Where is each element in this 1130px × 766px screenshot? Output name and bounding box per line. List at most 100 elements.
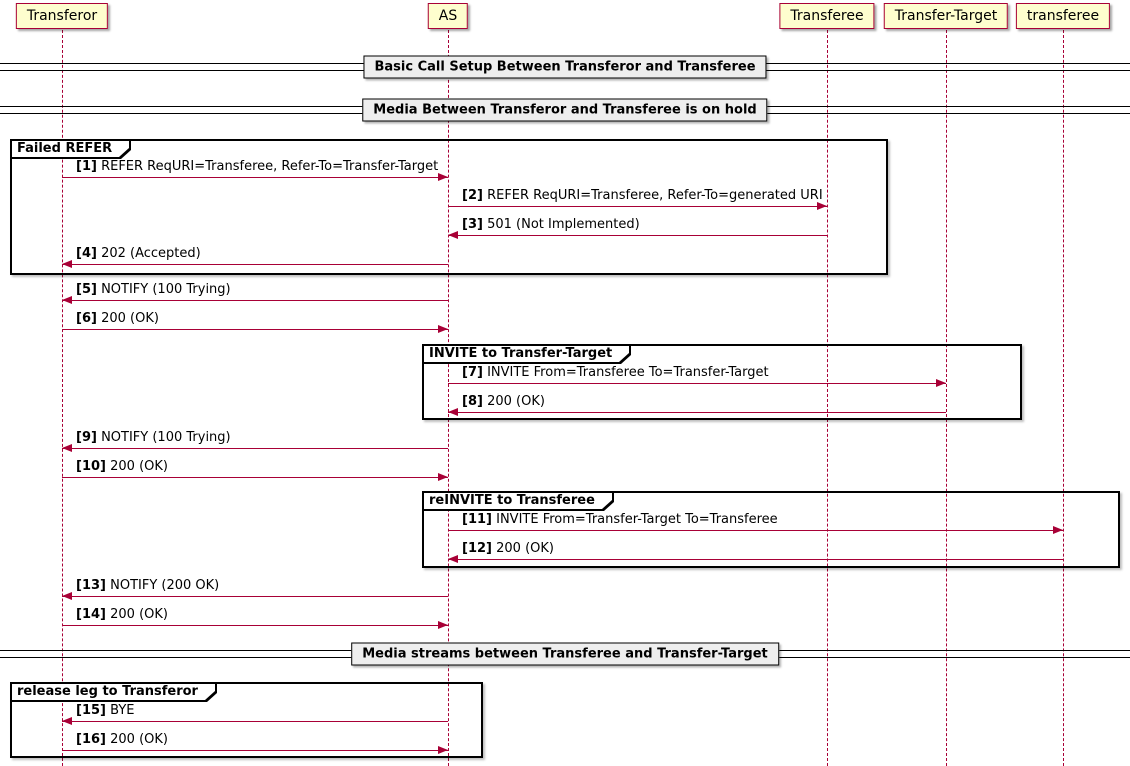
message-arrowhead xyxy=(438,621,448,629)
message-arrowhead xyxy=(448,555,458,563)
message-label: [14] 200 (OK) xyxy=(76,607,168,622)
message-label: [10] 200 (OK) xyxy=(76,459,168,474)
participant-box-transferor: Transferor xyxy=(15,3,109,29)
message-label: [15] BYE xyxy=(76,703,135,718)
message-arrowhead xyxy=(438,473,448,481)
frame-label-tab: Failed REFER xyxy=(12,141,129,157)
message-seq: [15] xyxy=(76,703,106,718)
lifeline-transferee xyxy=(827,30,828,766)
participant-box-transfer-target: Transfer-Target xyxy=(883,3,1009,29)
frame-reinvite-to-transferee xyxy=(422,491,1120,568)
message-label: [16] 200 (OK) xyxy=(76,732,168,747)
message-arrowhead xyxy=(936,379,946,387)
message-label: [1] REFER ReqURI=Transferee, Refer-To=Tr… xyxy=(76,159,438,174)
message-seq: [10] xyxy=(76,459,106,474)
frame-invite-to-transfer-target xyxy=(422,344,1022,420)
participant-box-transferee: Transferee xyxy=(779,3,875,29)
message-text: REFER ReqURI=Transferee, Refer-To=genera… xyxy=(487,188,823,203)
lifeline-transferor xyxy=(62,30,63,766)
message-line xyxy=(62,300,448,301)
message-label: [8] 200 (OK) xyxy=(462,394,545,409)
message-seq: [4] xyxy=(76,246,97,261)
message-text: INVITE From=Transferee To=Transfer-Targe… xyxy=(487,365,769,380)
message-text: BYE xyxy=(110,703,135,718)
lifeline-transferee xyxy=(1063,30,1064,766)
participant-box-as: AS xyxy=(427,3,469,29)
divider-label: Media Between Transferor and Transferee … xyxy=(362,98,768,122)
message-text: 200 (OK) xyxy=(101,311,159,326)
message-seq: [11] xyxy=(462,512,492,527)
message-seq: [2] xyxy=(462,188,483,203)
frame-label-tab: release leg to Transferor xyxy=(12,684,215,700)
message-label: [12] 200 (OK) xyxy=(462,541,554,556)
message-text: 501 (Not Implemented) xyxy=(487,217,640,232)
message-arrowhead xyxy=(62,296,72,304)
message-text: 200 (OK) xyxy=(487,394,545,409)
message-seq: [3] xyxy=(462,217,483,232)
message-text: 200 (OK) xyxy=(110,732,168,747)
message-text: 202 (Accepted) xyxy=(101,246,201,261)
message-line xyxy=(62,596,448,597)
lifeline-as xyxy=(448,30,449,766)
message-line xyxy=(62,477,448,478)
message-label: [5] NOTIFY (100 Trying) xyxy=(76,282,231,297)
message-arrowhead xyxy=(62,260,72,268)
message-arrowhead xyxy=(448,231,458,239)
message-text: NOTIFY (100 Trying) xyxy=(101,430,231,445)
message-seq: [13] xyxy=(76,578,106,593)
message-label: [7] INVITE From=Transferee To=Transfer-T… xyxy=(462,365,769,380)
message-line xyxy=(448,383,946,384)
message-line xyxy=(448,530,1063,531)
divider-label: Basic Call Setup Between Transferor and … xyxy=(363,55,767,79)
message-seq: [14] xyxy=(76,607,106,622)
message-line xyxy=(448,235,827,236)
message-arrowhead xyxy=(62,592,72,600)
frame-failed-refer xyxy=(10,139,888,275)
frame-release-leg-to-transferor xyxy=(10,682,483,758)
message-seq: [12] xyxy=(462,541,492,556)
participant-box-transferee: transferee xyxy=(1015,3,1111,29)
message-line xyxy=(62,329,448,330)
message-line xyxy=(62,448,448,449)
message-arrowhead xyxy=(1053,526,1063,534)
message-line xyxy=(62,625,448,626)
message-arrowhead xyxy=(438,325,448,333)
message-arrowhead xyxy=(62,444,72,452)
message-seq: [1] xyxy=(76,159,97,174)
message-text: INVITE From=Transfer-Target To=Transfere… xyxy=(496,512,778,527)
message-line xyxy=(448,559,1063,560)
message-arrowhead xyxy=(817,202,827,210)
message-arrowhead xyxy=(438,746,448,754)
message-label: [3] 501 (Not Implemented) xyxy=(462,217,640,232)
message-text: REFER ReqURI=Transferee, Refer-To=Transf… xyxy=(101,159,439,174)
message-text: 200 (OK) xyxy=(110,459,168,474)
message-text: 200 (OK) xyxy=(110,607,168,622)
message-arrowhead xyxy=(438,173,448,181)
frame-label-tab: reINVITE to Transferee xyxy=(424,493,612,509)
message-seq: [7] xyxy=(462,365,483,380)
message-label: [11] INVITE From=Transfer-Target To=Tran… xyxy=(462,512,778,527)
message-arrowhead xyxy=(448,408,458,416)
message-line xyxy=(62,721,448,722)
message-label: [6] 200 (OK) xyxy=(76,311,159,326)
message-text: 200 (OK) xyxy=(496,541,554,556)
message-seq: [9] xyxy=(76,430,97,445)
message-seq: [16] xyxy=(76,732,106,747)
message-label: [13] NOTIFY (200 OK) xyxy=(76,578,219,593)
message-line xyxy=(62,750,448,751)
message-line xyxy=(448,206,827,207)
frame-label-tab: INVITE to Transfer-Target xyxy=(424,346,629,362)
message-label: [2] REFER ReqURI=Transferee, Refer-To=ge… xyxy=(462,188,823,203)
message-line xyxy=(448,412,946,413)
message-label: [4] 202 (Accepted) xyxy=(76,246,201,261)
message-line xyxy=(62,177,448,178)
message-line xyxy=(62,264,448,265)
message-seq: [8] xyxy=(462,394,483,409)
message-arrowhead xyxy=(62,717,72,725)
message-text: NOTIFY (200 OK) xyxy=(110,578,220,593)
lifeline-transfer-target xyxy=(946,30,947,766)
message-seq: [5] xyxy=(76,282,97,297)
message-text: NOTIFY (100 Trying) xyxy=(101,282,231,297)
message-seq: [6] xyxy=(76,311,97,326)
